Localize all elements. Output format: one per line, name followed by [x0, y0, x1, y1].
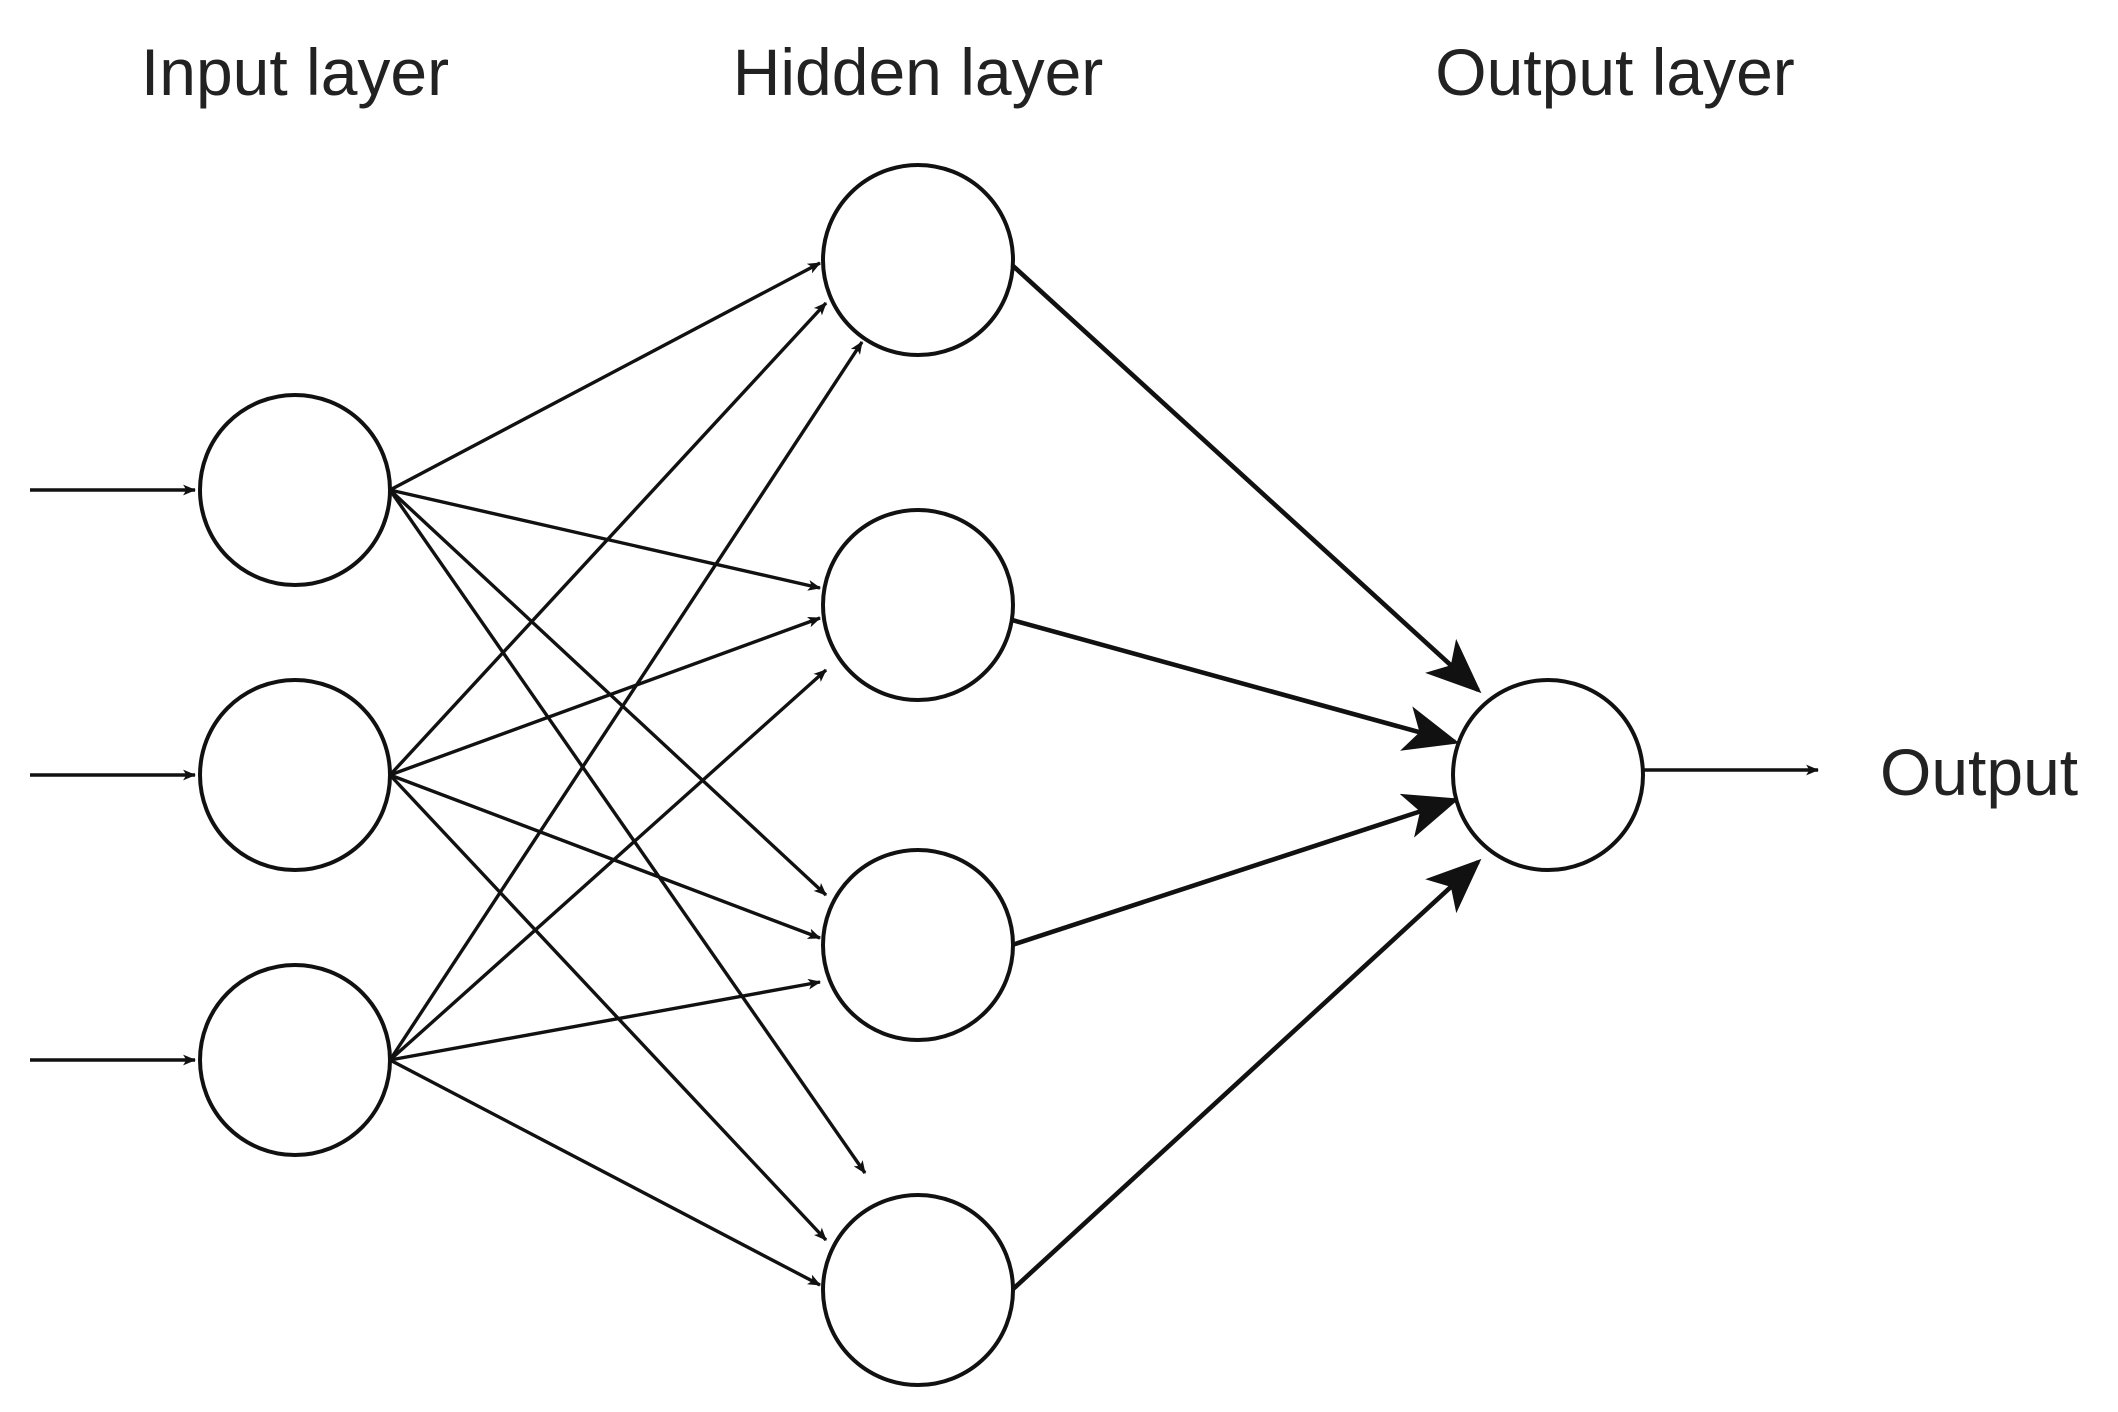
edge-i2-h3	[389, 773, 822, 940]
hidden-node-1	[821, 163, 1015, 357]
edge-i3-h4	[389, 1058, 821, 1287]
input-layer-title: Input layer	[141, 35, 449, 109]
hidden-output-connections	[1010, 263, 1482, 1292]
edge-h3-o	[1011, 793, 1460, 948]
edge-i1-h2	[389, 488, 822, 591]
edge-i2-h2	[389, 616, 822, 777]
input-hidden-connections	[388, 261, 867, 1287]
input-layer-nodes	[198, 393, 392, 1157]
edge-i1-h3	[388, 488, 828, 897]
output-layer-title: Output layer	[1435, 35, 1795, 109]
hidden-node-3	[821, 848, 1015, 1042]
edge-i3-h1	[388, 341, 864, 1061]
edge-i3-h2	[388, 668, 828, 1062]
output-node-1	[1451, 678, 1645, 872]
hidden-node-4	[821, 1193, 1015, 1387]
hidden-node-2	[821, 508, 1015, 702]
edge-i1-h4	[388, 489, 867, 1174]
edge-h2-o	[1011, 617, 1460, 751]
edge-i1-h1	[389, 261, 821, 492]
hidden-layer-title: Hidden layer	[733, 35, 1104, 109]
edge-i2-h1	[388, 301, 828, 777]
input-node-3	[198, 963, 392, 1157]
edge-i2-h4	[388, 773, 828, 1242]
input-arrows	[30, 484, 197, 1066]
output-label: Output	[1880, 735, 2078, 809]
edge-h4-o	[1010, 858, 1482, 1292]
input-node-1	[198, 393, 392, 587]
hidden-layer-nodes	[821, 163, 1015, 1387]
output-layer-nodes	[1451, 678, 1645, 872]
edge-i3-h3	[389, 978, 822, 1062]
edge-h1-o	[1010, 263, 1482, 694]
input-node-2	[198, 678, 392, 872]
